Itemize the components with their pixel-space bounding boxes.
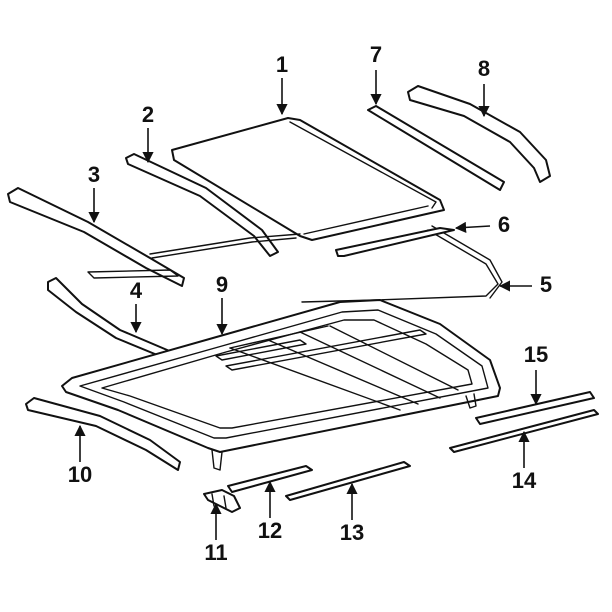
part-7-rear-strip xyxy=(367,105,505,191)
part-2-side-rail xyxy=(125,153,279,257)
callout-2: 2 xyxy=(142,102,154,127)
callout-labels: 1 2 3 4 5 6 7 8 9 10 11 12 13 14 15 xyxy=(68,42,552,565)
callout-6: 6 xyxy=(498,212,510,237)
part-9-frame-assembly xyxy=(61,299,501,471)
callout-1: 1 xyxy=(276,52,288,77)
part-10-side-molding xyxy=(25,397,181,471)
guide-cable xyxy=(149,233,301,259)
part-11-motor-bracket xyxy=(203,489,241,513)
callout-13: 13 xyxy=(340,520,364,545)
callout-9: 9 xyxy=(216,272,228,297)
part-1-glass-panel xyxy=(171,117,445,241)
callout-7: 7 xyxy=(370,42,382,67)
leader-lines xyxy=(74,70,542,540)
part-3-wind-deflector xyxy=(7,187,185,287)
callout-12: 12 xyxy=(258,518,282,543)
leader-6 xyxy=(454,221,491,233)
callout-15: 15 xyxy=(524,342,548,367)
part-15-upper-strip xyxy=(475,391,595,425)
part-6-drain-channel xyxy=(335,227,455,257)
part-12-short-rail xyxy=(227,465,313,493)
callout-5: 5 xyxy=(540,272,552,297)
callout-10: 10 xyxy=(68,462,92,487)
part-8-rear-trim xyxy=(407,85,551,183)
part-13-long-rail xyxy=(285,461,411,501)
callout-3: 3 xyxy=(88,162,100,187)
callout-8: 8 xyxy=(478,56,490,81)
callout-4: 4 xyxy=(130,278,143,303)
callout-11: 11 xyxy=(204,540,227,565)
callout-14: 14 xyxy=(512,468,537,493)
